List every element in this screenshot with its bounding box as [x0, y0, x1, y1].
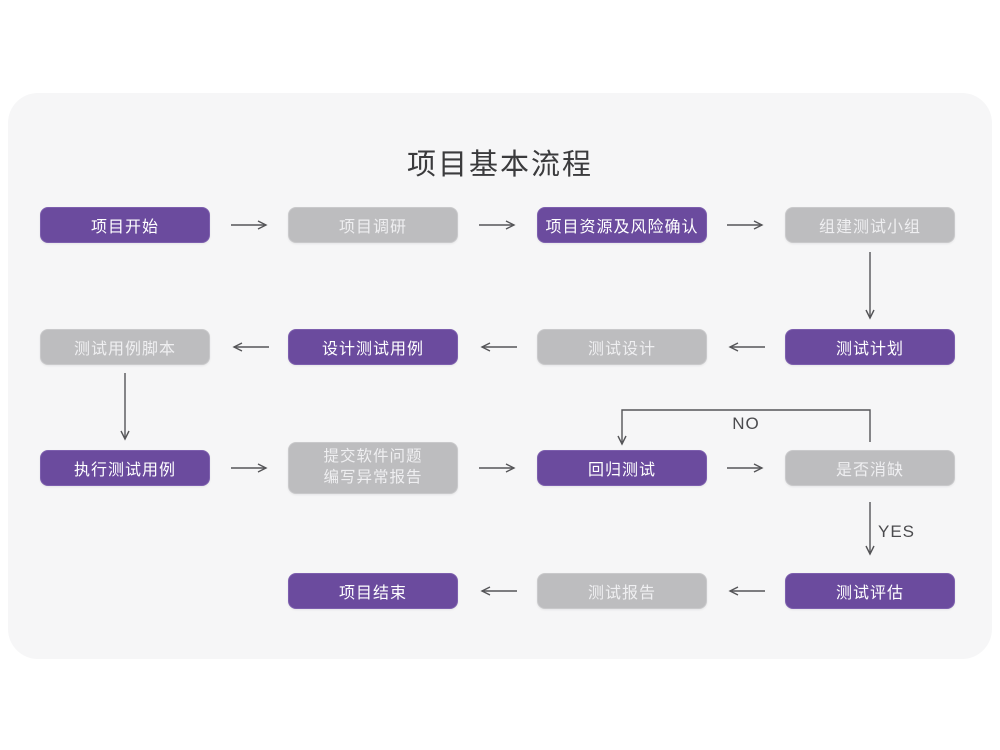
flow-node-test-plan: 测试计划: [785, 329, 955, 365]
flow-node-project-end: 项目结束: [288, 573, 458, 609]
flow-node-execute-test-case: 执行测试用例: [40, 450, 210, 486]
flow-node-defect-cleared: 是否消缺: [785, 450, 955, 486]
flow-node-design-test-case: 设计测试用例: [288, 329, 458, 365]
flow-node-test-evaluation: 测试评估: [785, 573, 955, 609]
flow-node-build-test-team: 组建测试小组: [785, 207, 955, 243]
flowchart-card: [8, 93, 992, 659]
submit-issue-report-line2: 编写异常报告: [323, 469, 423, 486]
flow-node-project-research: 项目调研: [288, 207, 458, 243]
flow-node-resources-risk-confirm: 项目资源及风险确认: [537, 207, 707, 243]
edge-label-no: NO: [732, 414, 760, 433]
flow-node-test-report: 测试报告: [537, 573, 707, 609]
page-title: 项目基本流程: [406, 149, 593, 181]
submit-issue-report-line1: 提交软件问题: [323, 448, 423, 466]
edge-label-yes: YES: [878, 522, 916, 541]
flow-node-project-start: 项目开始: [40, 207, 210, 243]
flow-node-submit-issue-report: 提交软件问题 编写异常报告: [288, 442, 458, 494]
flow-node-test-case-script: 测试用例脚本: [40, 329, 210, 365]
flow-node-regression-test: 回归测试: [537, 450, 707, 486]
flow-node-test-design: 测试设计: [537, 329, 707, 365]
